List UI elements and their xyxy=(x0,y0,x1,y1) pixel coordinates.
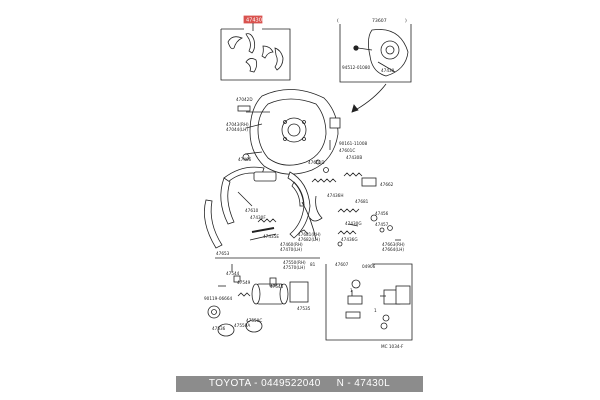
caption-separator-2: N - xyxy=(320,378,355,389)
label-47460rh: 47460(RH) xyxy=(280,242,303,247)
label-47430g: 47430G xyxy=(345,221,362,226)
highlight-part-label: 47430L xyxy=(246,18,265,24)
label-1-b: 1 xyxy=(374,308,377,313)
label-47435e: 47435E xyxy=(263,234,279,239)
label-04906: 04906 xyxy=(362,264,376,269)
wheel-cylinder-group xyxy=(207,257,320,337)
label-47550a: 47550A xyxy=(234,323,250,328)
label-47536: 47536 xyxy=(212,326,226,331)
label-47535: 47535 xyxy=(297,306,311,311)
brake-shoes xyxy=(203,166,311,249)
label-47544: 47544 xyxy=(226,271,240,276)
label-90161: 90161-11008 xyxy=(339,141,367,146)
label-47044lh: 47044(LH) xyxy=(226,127,248,132)
backing-plate xyxy=(244,89,341,175)
label-47570lh: 47570(LH) xyxy=(283,265,305,270)
backing-plate-inset: ( 73607 ) 94512-01080 47430 xyxy=(337,18,412,113)
label-47430f: 47430F xyxy=(250,215,266,220)
label-47436g: 47436G xyxy=(341,237,358,242)
label-47042d: 47042D xyxy=(236,97,253,102)
left-bolts xyxy=(237,105,251,161)
label-47682lh: 47682(LH) xyxy=(298,237,320,242)
caption-part-number: 0449522040 xyxy=(261,378,321,389)
label-90119: 90119-06664 xyxy=(204,296,232,301)
label-47430-inset: 47430 xyxy=(381,68,395,73)
shoe-kit-box: 47430L xyxy=(220,15,291,81)
part-caption-bar: TOYOTA - 0449522040 N - 47430L xyxy=(176,376,423,392)
label-47601c: 47601C xyxy=(339,148,355,153)
label-47662: 47662 xyxy=(380,182,394,187)
label-47549: 47549 xyxy=(237,280,251,285)
label-47430b: 47430B xyxy=(346,155,362,160)
label-47456: 47456 xyxy=(375,211,389,216)
label-47610: 47610 xyxy=(245,208,259,213)
label-47664lh: 47664(LH) xyxy=(382,247,404,252)
label-81: 81 xyxy=(310,262,316,267)
part-labels: 47042D 47043(RH) 47044(LH) 90161-11008 4… xyxy=(204,97,405,349)
caption-brand: TOYOTA xyxy=(208,378,251,389)
label-47436h: 47436H xyxy=(327,193,343,198)
label-47653: 47653 xyxy=(216,251,230,256)
label-47545: 47545 xyxy=(270,284,284,289)
label-47681rh: 47681(RH) xyxy=(298,232,321,237)
reference-code: MC 1034-F xyxy=(381,344,404,349)
label-47550c: 47550C xyxy=(246,318,262,323)
label-47550rh: 47550(RH) xyxy=(283,260,306,265)
label-47466: 47466 xyxy=(238,157,252,162)
label-1-a: 1 xyxy=(350,288,353,293)
inset-paren-open: ( xyxy=(337,18,339,24)
caption-code: 47430L xyxy=(354,378,391,389)
label-47681: 47681 xyxy=(355,199,369,204)
label-47043rh: 47043(RH) xyxy=(226,122,249,127)
inset-code: 73607 xyxy=(372,18,387,24)
label-47457: 47457 xyxy=(375,222,389,227)
label-47470lh: 47470(LH) xyxy=(280,247,302,252)
label-47663rh: 47663(RH) xyxy=(382,242,405,247)
springs xyxy=(257,140,401,247)
cylinder-inset xyxy=(325,263,413,341)
inset-paren-close: ) xyxy=(405,18,407,24)
label-94512: 94512-01080 xyxy=(342,65,370,70)
label-47601d: 47601D xyxy=(308,160,325,165)
label-inset-47607: 47607 xyxy=(335,262,349,267)
caption-separator-1: - xyxy=(250,378,262,389)
